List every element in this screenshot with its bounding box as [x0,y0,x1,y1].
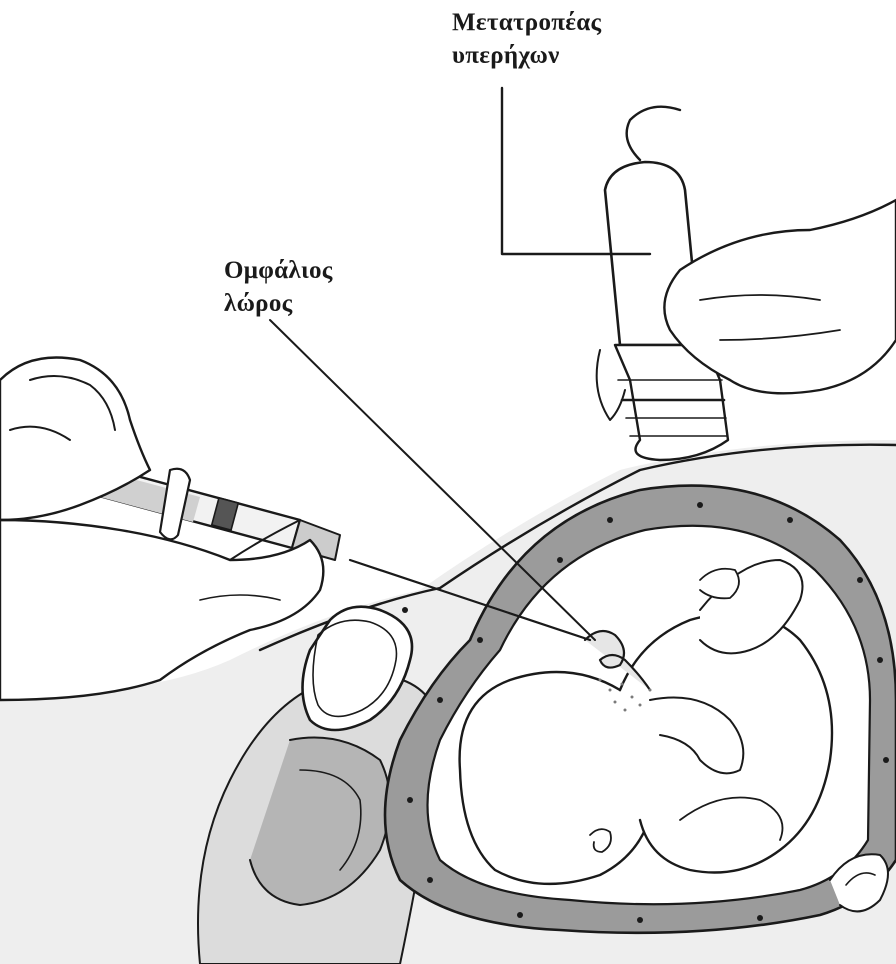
transducer-label-line1: Μετατροπέας [452,6,601,39]
transducer-label-line2: υπερήχων [452,39,601,72]
transducer-label: Μετατροπέας υπερήχων [452,6,601,72]
umbilical-cord-label: Ομφάλιος λώρος [224,254,333,320]
umbilical-cord-label-line2: λώρος [224,287,333,320]
transducer-cable [627,107,680,160]
umbilical-cord-label-line1: Ομφάλιος [224,254,333,287]
syringe-flange [160,469,190,540]
